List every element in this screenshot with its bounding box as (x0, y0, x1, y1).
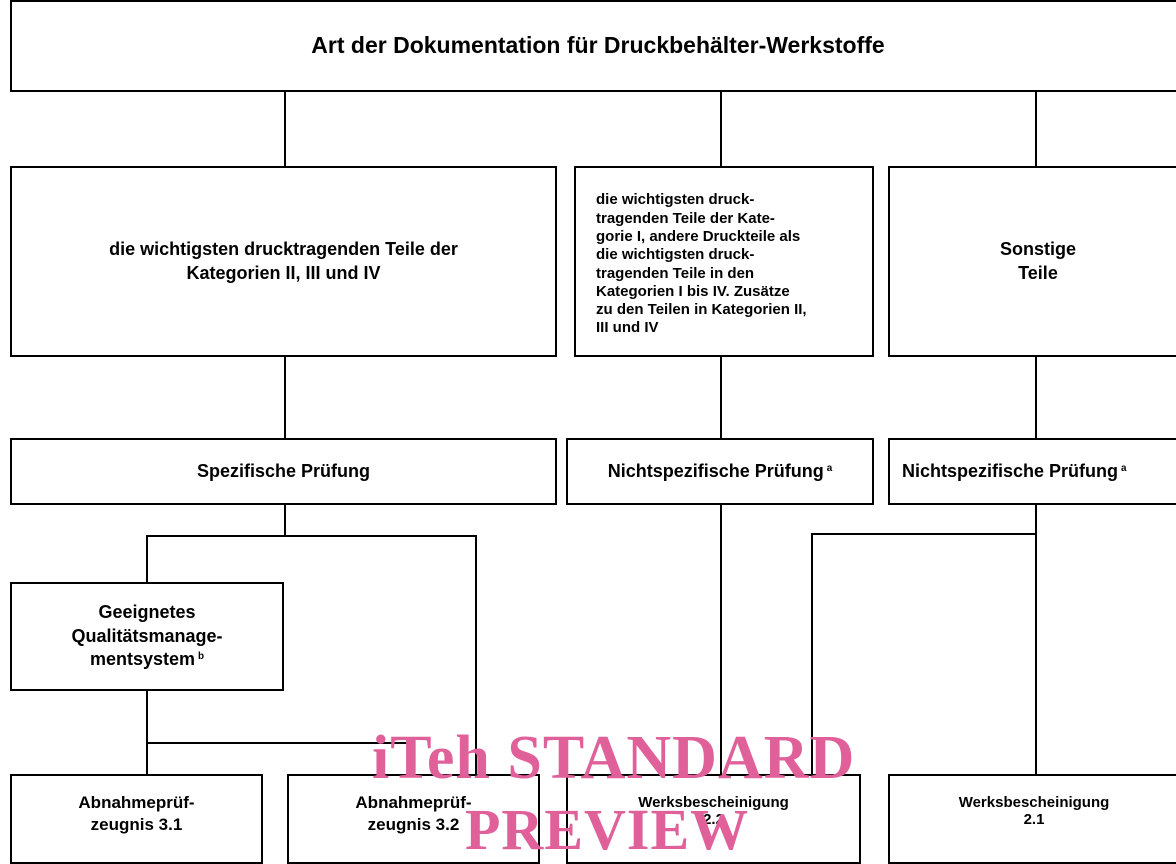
connector-line (284, 356, 286, 439)
certificate-2-2-text: Werksbescheinigung 2.2 (638, 794, 789, 829)
specific-test-box: Spezifische Prüfung (10, 438, 557, 505)
connector-line (720, 356, 722, 439)
specific-test-text: Spezifische Prüfung (196, 460, 371, 481)
certificate-3-2-text: Abnahmeprüf- zeugnis 3.2 (355, 793, 472, 835)
connector-line (1035, 356, 1037, 439)
connector-line (412, 742, 414, 775)
category-misc-parts-text: Sonstige Teile (999, 239, 1076, 283)
certificate-3-1-text: Abnahmeprüf- zeugnis 3.1 (78, 793, 195, 835)
quality-management-system-text: Geeignetes Qualitätsmanage- mentsystem (71, 602, 223, 670)
connector-line (720, 477, 722, 775)
connector-line (146, 689, 148, 775)
category-other-pressure-parts: die wichtigsten druck- tragenden Teile d… (574, 166, 874, 357)
certificate-2-1-box: Werksbescheinigung 2.1 (888, 774, 1176, 864)
connector-line (720, 90, 722, 168)
certificate-3-1-box: Abnahmeprüf- zeugnis 3.1 (10, 774, 263, 864)
category-main-parts: die wichtigsten drucktragenden Teile der… (10, 166, 557, 357)
connector-line (284, 503, 286, 537)
certificate-2-2-box: Werksbescheinigung 2.2 (566, 774, 861, 864)
connector-line (146, 535, 148, 583)
category-other-pressure-parts-text: die wichtigsten druck- tragenden Teile d… (596, 191, 807, 337)
category-misc-parts: Sonstige Teile (888, 166, 1176, 357)
connector-line (1035, 503, 1037, 775)
nonspecific-test-1-text: Nichtspezifische Prüfung (607, 460, 824, 481)
connector-line (146, 535, 477, 537)
footnote-marker-a: a (826, 462, 833, 474)
connector-line (475, 535, 477, 775)
connector-line (284, 90, 286, 168)
connector-line (811, 533, 813, 775)
diagram-title-text: Art der Dokumentation für Druckbehälter-… (311, 32, 885, 59)
connector-line (811, 533, 1037, 535)
footnote-marker-a: a (1121, 462, 1127, 474)
footnote-marker-b: b (197, 651, 205, 663)
certificate-2-1-text: Werksbescheinigung 2.1 (958, 794, 1110, 829)
nonspecific-test-2-text: Nichtspezifische Prüfung (902, 460, 1119, 481)
diagram-title: Art der Dokumentation für Druckbehälter-… (10, 0, 1176, 92)
category-main-parts-text: die wichtigsten drucktragenden Teile der… (109, 239, 458, 283)
connector-line (146, 742, 414, 744)
connector-line (1035, 90, 1037, 168)
certificate-3-2-box: Abnahmeprüf- zeugnis 3.2 (287, 774, 540, 864)
